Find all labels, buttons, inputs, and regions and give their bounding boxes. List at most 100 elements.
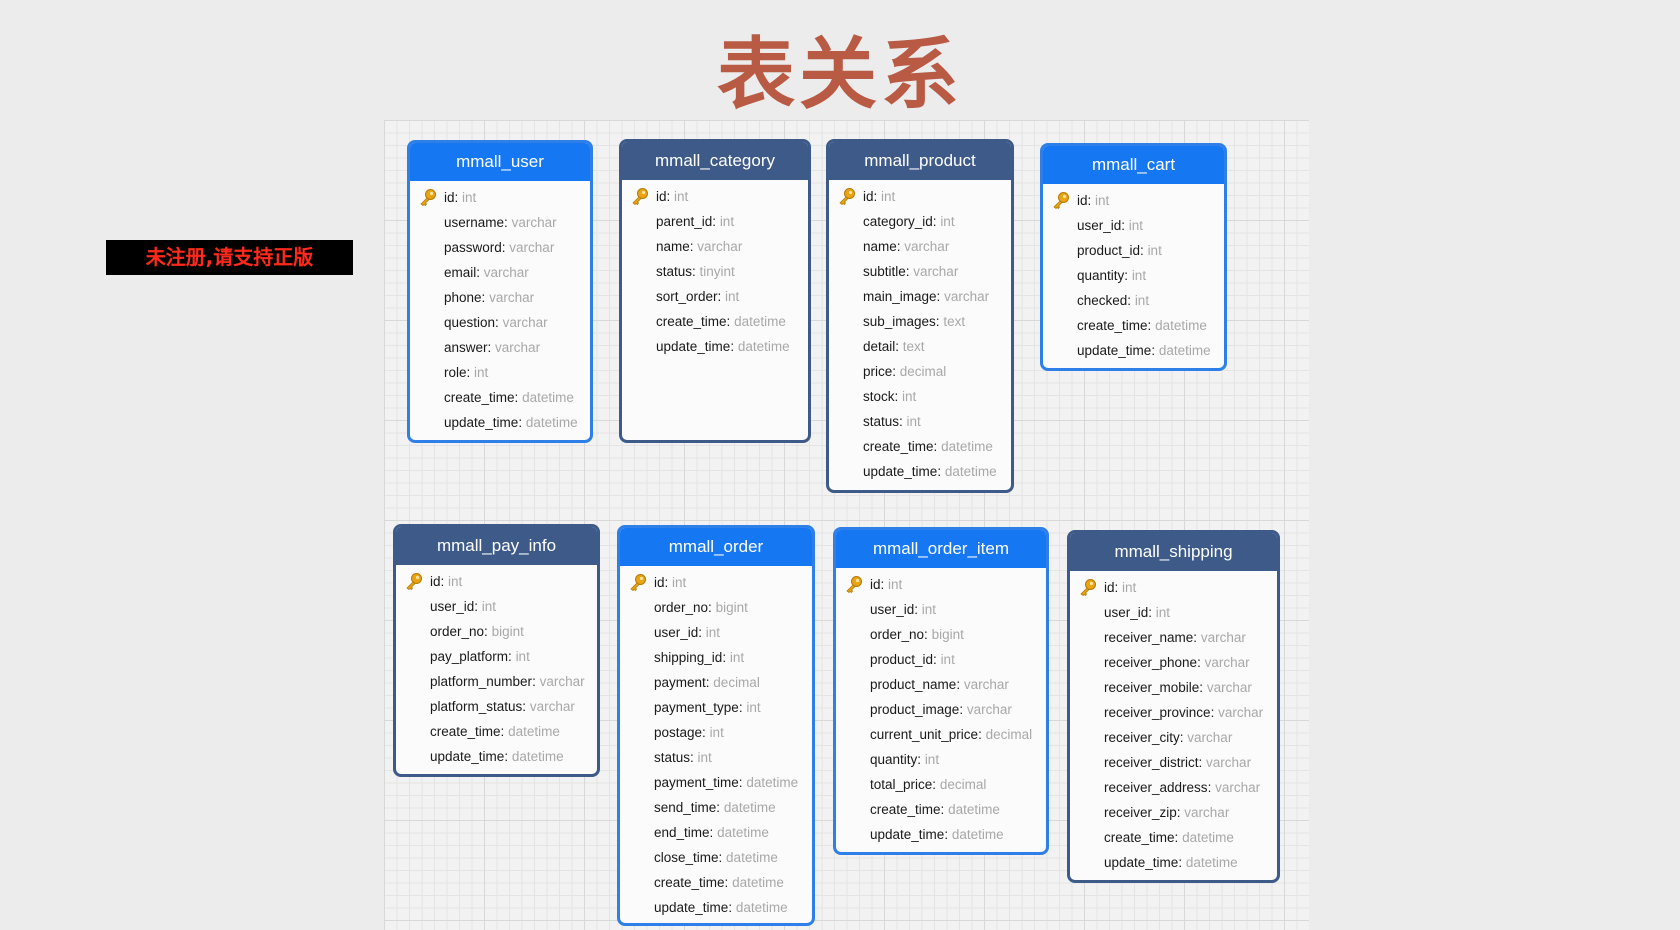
field-row[interactable]: order_no: bigint [396,619,597,644]
field-row[interactable]: update_time: datetime [829,459,1011,484]
field-row[interactable]: payment: decimal [620,670,812,695]
field-row[interactable]: receiver_city: varchar [1070,725,1277,750]
field-row[interactable]: sort_order: int [622,284,808,309]
field-row[interactable]: quantity: int [836,747,1046,772]
field-row[interactable]: id: int [620,570,812,595]
field-row[interactable]: checked: int [1043,288,1224,313]
field-row[interactable]: create_time: datetime [1043,313,1224,338]
field-row[interactable]: status: tinyint [622,259,808,284]
field-row[interactable]: receiver_mobile: varchar [1070,675,1277,700]
field-row[interactable]: user_id: int [1043,213,1224,238]
field-row[interactable]: price: decimal [829,359,1011,384]
table-header[interactable]: mmall_order_item [836,530,1046,568]
field-row[interactable]: end_time: datetime [620,820,812,845]
field-row[interactable]: payment_type: int [620,695,812,720]
field-row[interactable]: email: varchar [410,260,590,285]
field-row[interactable]: username: varchar [410,210,590,235]
field-row[interactable]: update_time: datetime [410,410,590,435]
table-header[interactable]: mmall_cart [1043,146,1224,184]
field-row[interactable]: send_time: datetime [620,795,812,820]
field-row[interactable]: receiver_district: varchar [1070,750,1277,775]
field-row[interactable]: stock: int [829,384,1011,409]
field-row[interactable]: receiver_name: varchar [1070,625,1277,650]
field-row[interactable]: main_image: varchar [829,284,1011,309]
field-row[interactable]: create_time: datetime [396,719,597,744]
field-row[interactable]: product_image: varchar [836,697,1046,722]
field-row[interactable]: parent_id: int [622,209,808,234]
field-row[interactable]: sub_images: text [829,309,1011,334]
field-row[interactable]: question: varchar [410,310,590,335]
field-row[interactable]: order_no: bigint [620,595,812,620]
field-row[interactable]: create_time: datetime [622,309,808,334]
field-row[interactable]: create_time: datetime [836,797,1046,822]
field-row[interactable]: close_time: datetime [620,845,812,870]
field-row[interactable]: create_time: datetime [410,385,590,410]
field-row[interactable]: id: int [829,184,1011,209]
field-row[interactable]: user_id: int [620,620,812,645]
field-row[interactable]: status: int [829,409,1011,434]
field-row[interactable]: receiver_address: varchar [1070,775,1277,800]
field-row[interactable]: id: int [410,185,590,210]
field-row[interactable]: answer: varchar [410,335,590,360]
field-row[interactable]: create_time: datetime [1070,825,1277,850]
field-row[interactable]: current_unit_price: decimal [836,722,1046,747]
field-row[interactable]: name: varchar [622,234,808,259]
field-name: status [863,414,900,429]
field-row[interactable]: receiver_province: varchar [1070,700,1277,725]
table-header[interactable]: mmall_product [829,142,1011,180]
field-row[interactable]: update_time: datetime [620,895,812,920]
field-row[interactable]: update_time: datetime [1070,850,1277,875]
field-row[interactable]: update_time: datetime [622,334,808,359]
field-row[interactable]: shipping_id: int [620,645,812,670]
field-row[interactable]: receiver_phone: varchar [1070,650,1277,675]
field-row[interactable]: user_id: int [396,594,597,619]
field-row[interactable]: name: varchar [829,234,1011,259]
field-row[interactable]: payment_time: datetime [620,770,812,795]
field-row[interactable]: id: int [396,569,597,594]
field-row[interactable]: id: int [1043,188,1224,213]
field-row[interactable]: product_id: int [1043,238,1224,263]
field-row[interactable]: role: int [410,360,590,385]
field-row[interactable]: postage: int [620,720,812,745]
table-header[interactable]: mmall_user [410,143,590,181]
field-row[interactable]: create_time: datetime [829,434,1011,459]
field-row[interactable]: receiver_zip: varchar [1070,800,1277,825]
field-row[interactable]: category_id: int [829,209,1011,234]
field-row[interactable]: user_id: int [1070,600,1277,625]
table-header[interactable]: mmall_shipping [1070,533,1277,571]
field-row[interactable]: product_id: int [836,647,1046,672]
table-header[interactable]: mmall_category [622,142,808,180]
field-row[interactable]: quantity: int [1043,263,1224,288]
field-row[interactable]: pay_platform: int [396,644,597,669]
field-row[interactable]: platform_status: varchar [396,694,597,719]
field-row[interactable]: update_time: datetime [836,822,1046,847]
field-row[interactable]: status: int [620,745,812,770]
field-row[interactable]: id: int [1070,575,1277,600]
field-row[interactable]: order_no: bigint [836,622,1046,647]
field-row[interactable]: subtitle: varchar [829,259,1011,284]
field-row[interactable]: update_time: datetime [396,744,597,769]
field-name: id [1104,580,1115,595]
field-row[interactable]: user_id: int [836,597,1046,622]
field-row[interactable]: id: int [836,572,1046,597]
field-row[interactable]: total_price: decimal [836,772,1046,797]
field-row[interactable]: id: int [622,184,808,209]
field-row[interactable]: create_time: datetime [620,870,812,895]
field-row[interactable]: password: varchar [410,235,590,260]
field-row[interactable]: platform_number: varchar [396,669,597,694]
field-row[interactable]: product_name: varchar [836,672,1046,697]
table-header[interactable]: mmall_order [620,528,812,566]
field-row[interactable]: detail: text [829,334,1011,359]
field-row[interactable]: update_time: datetime [1043,338,1224,363]
field-row[interactable]: phone: varchar [410,285,590,310]
table-header[interactable]: mmall_pay_info [396,527,597,565]
